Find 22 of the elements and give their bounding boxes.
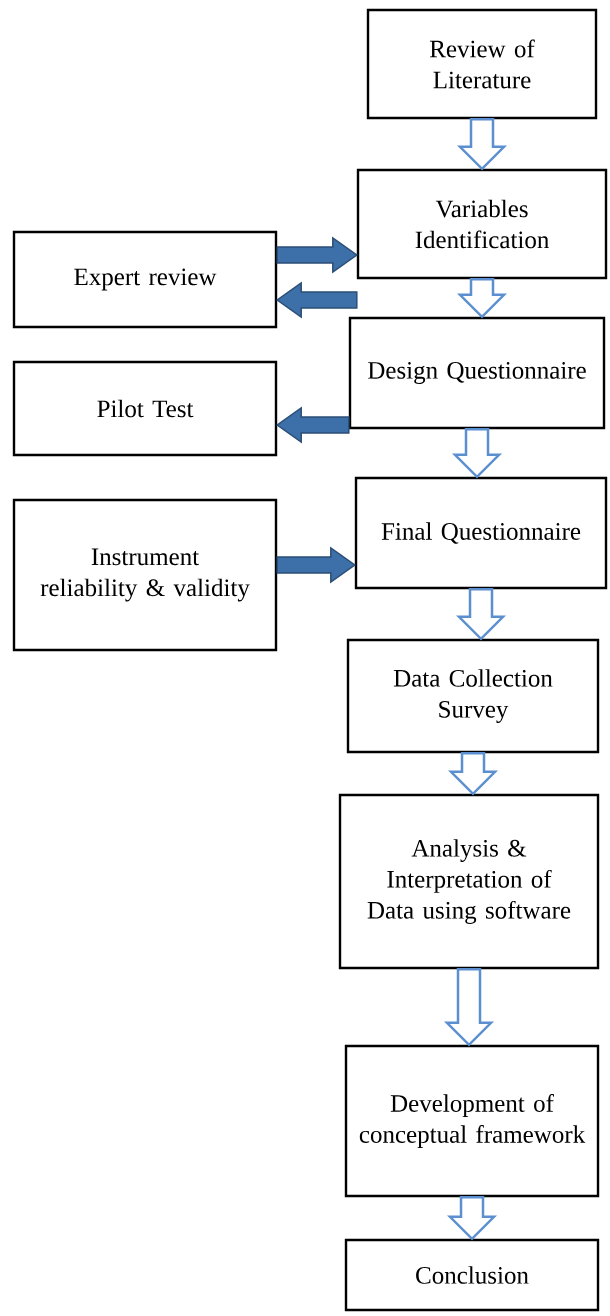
block-arrow <box>457 117 508 171</box>
block-arrow <box>447 1195 498 1241</box>
process-box: Instrument reliability & validity <box>12 498 278 652</box>
process-box: Expert review <box>12 230 278 329</box>
block-arrow <box>276 236 359 274</box>
block-arrow <box>452 427 503 479</box>
block-arrow <box>276 546 357 584</box>
block-arrow <box>457 277 508 319</box>
process-box: Review of Literature <box>366 8 598 120</box>
process-box: Design Questionnaire <box>348 316 606 430</box>
process-box: Final Questionnaire <box>354 476 608 590</box>
block-arrow <box>275 281 358 319</box>
process-box: Development of conceptual framework <box>344 1044 600 1198</box>
process-box: Pilot Test <box>12 360 278 457</box>
block-arrow <box>448 751 499 796</box>
process-box: Data Collection Survey <box>346 638 600 754</box>
process-box: Variables Identification <box>356 168 608 280</box>
block-arrow <box>444 967 495 1047</box>
block-arrow <box>275 406 350 444</box>
process-box: Analysis & Interpretation of Data using software <box>338 793 600 970</box>
block-arrow <box>456 587 507 641</box>
process-box: Conclusion <box>344 1238 600 1312</box>
